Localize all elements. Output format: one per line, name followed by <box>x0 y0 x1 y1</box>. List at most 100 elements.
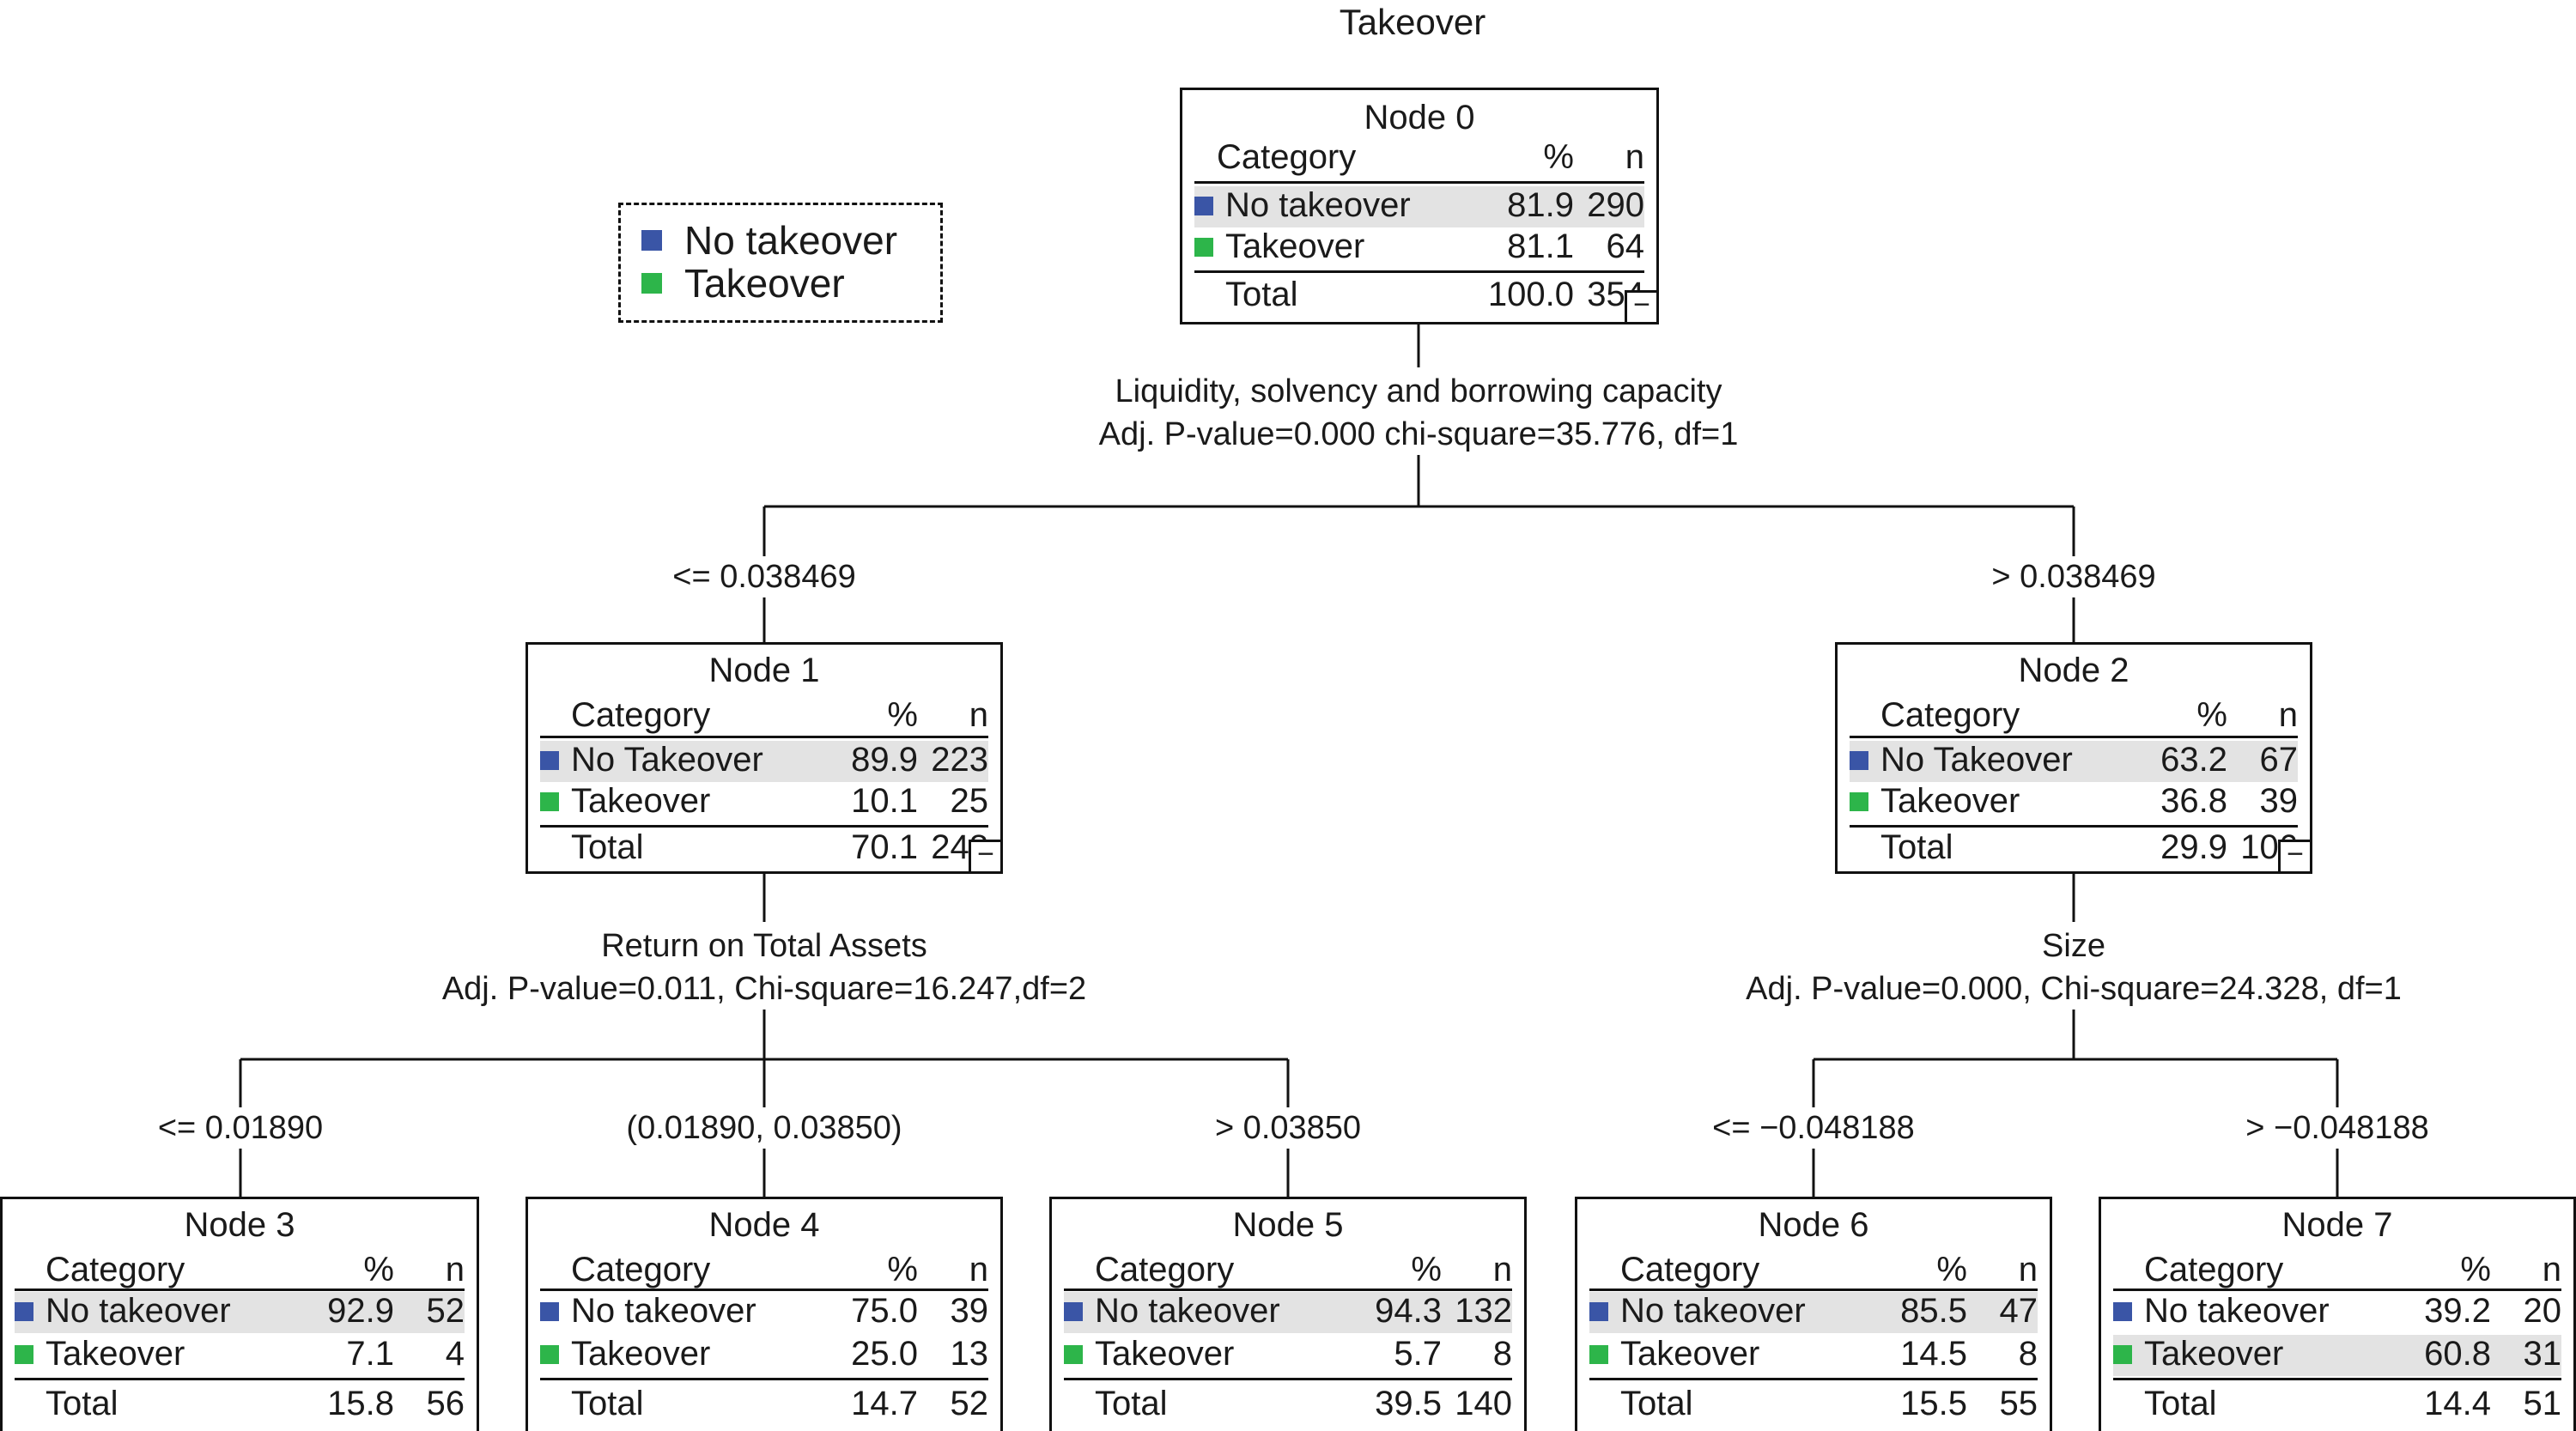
split-variable-root: Liquidity, solvency and borrowing capaci… <box>1115 373 1722 409</box>
category-row-no-takeover: No Takeover 63.2 67 <box>1850 741 2298 782</box>
total-pct: 70.1 <box>851 828 918 866</box>
swatch-no-takeover <box>540 1302 559 1321</box>
divider <box>1589 1378 2038 1380</box>
swatch-no-takeover <box>15 1302 33 1321</box>
category-n: 31 <box>2523 1335 2562 1373</box>
category-pct: 85.5 <box>1900 1292 1967 1330</box>
category-pct: 36.8 <box>2160 782 2227 820</box>
category-n: 8 <box>1492 1335 1512 1373</box>
category-row-takeover: Takeover 5.7 8 <box>1064 1335 1512 1376</box>
category-n: 39 <box>2259 782 2299 820</box>
node-header-row: Category % n <box>540 696 988 737</box>
node-header-row: Category % n <box>1589 1251 2038 1292</box>
category-pct: 25.0 <box>851 1335 918 1373</box>
edge-condition: > 0.038469 <box>1902 558 2245 596</box>
tree-node-2[interactable]: Node 2 Category % n No Takeover 63.2 67 … <box>1835 642 2312 874</box>
divider <box>1194 270 1644 273</box>
legend-label: Takeover <box>684 261 845 306</box>
swatch-no-takeover <box>2113 1302 2132 1321</box>
category-label: No takeover <box>571 1292 756 1330</box>
total-n: 52 <box>950 1385 989 1422</box>
tree-node-1[interactable]: Node 1 Category % n No Takeover 89.9 223… <box>526 642 1003 874</box>
total-pct: 29.9 <box>2160 828 2227 866</box>
tree-node-5[interactable]: Node 5 Category % n No takeover 94.3 132… <box>1049 1197 1527 1431</box>
header-pct: % <box>887 1251 918 1289</box>
tree-node-6[interactable]: Node 6 Category % n No takeover 85.5 47 … <box>1575 1197 2052 1431</box>
split-stats-node1: Adj. P-value=0.011, Chi-square=16.247,df… <box>441 971 1087 1007</box>
collapse-toggle-icon[interactable]: − <box>969 840 1003 874</box>
collapse-toggle-icon[interactable]: − <box>1625 290 1659 324</box>
header-pct: % <box>2196 696 2227 734</box>
total-row: Total 29.9 106 <box>1850 828 2298 870</box>
tree-node-7[interactable]: Node 7 Category % n No takeover 39.2 20 … <box>2099 1197 2576 1431</box>
header-n: n <box>969 1251 988 1289</box>
node-title: Node 4 <box>708 1206 820 1244</box>
collapse-toggle-icon[interactable]: − <box>2278 840 2312 874</box>
divider <box>2113 1289 2561 1291</box>
swatch-no-takeover <box>1850 751 1868 770</box>
category-n: 20 <box>2523 1292 2562 1330</box>
total-n: 56 <box>426 1385 465 1422</box>
legend-label: No takeover <box>684 218 898 263</box>
category-row-takeover: Takeover 81.1 64 <box>1194 227 1644 269</box>
category-pct: 60.8 <box>2424 1335 2491 1373</box>
category-pct: 92.9 <box>327 1292 394 1330</box>
header-category: Category <box>571 696 711 734</box>
swatch-takeover <box>2113 1345 2132 1364</box>
edge-condition: <= −0.048188 <box>1663 1109 1964 1147</box>
header-pct: % <box>2460 1251 2491 1289</box>
node-header-row: Category % n <box>15 1251 465 1292</box>
split-variable-node2: Size <box>2042 928 2105 964</box>
tree-node-0[interactable]: Node 0 Category % n No takeover 81.9 290… <box>1180 88 1659 324</box>
swatch-takeover <box>1850 792 1868 811</box>
category-pct: 81.9 <box>1507 186 1574 224</box>
node-title: Node 3 <box>184 1206 295 1244</box>
total-label: Total <box>1620 1385 1693 1422</box>
category-pct: 10.1 <box>851 782 918 820</box>
header-n: n <box>1492 1251 1512 1289</box>
node-title: Node 1 <box>708 652 820 689</box>
total-label: Total <box>46 1385 118 1422</box>
node-title: Node 7 <box>2281 1206 2393 1244</box>
category-n: 52 <box>426 1292 465 1330</box>
divider <box>1589 1289 2038 1291</box>
total-pct: 15.8 <box>327 1385 394 1422</box>
total-pct: 15.5 <box>1900 1385 1967 1422</box>
total-pct: 39.5 <box>1375 1385 1442 1422</box>
swatch-no-takeover <box>1194 197 1213 215</box>
node-title: Node 5 <box>1232 1206 1344 1244</box>
category-n: 8 <box>2018 1335 2038 1373</box>
category-n: 4 <box>445 1335 465 1373</box>
divider <box>540 1289 988 1291</box>
category-label: No takeover <box>1095 1292 1280 1330</box>
header-category: Category <box>1620 1251 1760 1289</box>
category-label: No takeover <box>46 1292 231 1330</box>
header-category: Category <box>1095 1251 1235 1289</box>
divider <box>15 1289 465 1291</box>
total-pct: 100.0 <box>1487 276 1574 313</box>
diagram-title: Takeover <box>1339 2 1486 42</box>
legend: No takeover Takeover <box>618 203 943 323</box>
edge-condition: > −0.048188 <box>2187 1109 2488 1147</box>
divider <box>2113 1378 2561 1380</box>
category-n: 67 <box>2259 741 2299 779</box>
divider <box>15 1378 465 1380</box>
edge-condition: <= 0.038469 <box>592 558 936 596</box>
category-label: No takeover <box>1225 186 1411 224</box>
category-pct: 75.0 <box>851 1292 918 1330</box>
tree-node-4[interactable]: Node 4 Category % n No takeover 75.0 39 … <box>526 1197 1003 1431</box>
node-header-row: Category % n <box>2113 1251 2561 1292</box>
legend-swatch <box>641 230 662 251</box>
header-pct: % <box>1936 1251 1967 1289</box>
node-header-row: Category % n <box>1194 138 1644 179</box>
header-n: n <box>1625 138 1644 176</box>
divider <box>1850 825 2298 828</box>
divider <box>540 825 988 828</box>
total-label: Total <box>571 1385 644 1422</box>
category-n: 223 <box>931 741 988 779</box>
edge-condition: <= 0.01890 <box>112 1109 369 1147</box>
divider <box>1194 181 1644 184</box>
category-n: 290 <box>1587 186 1644 224</box>
tree-node-3[interactable]: Node 3 Category % n No takeover 92.9 52 … <box>0 1197 479 1431</box>
